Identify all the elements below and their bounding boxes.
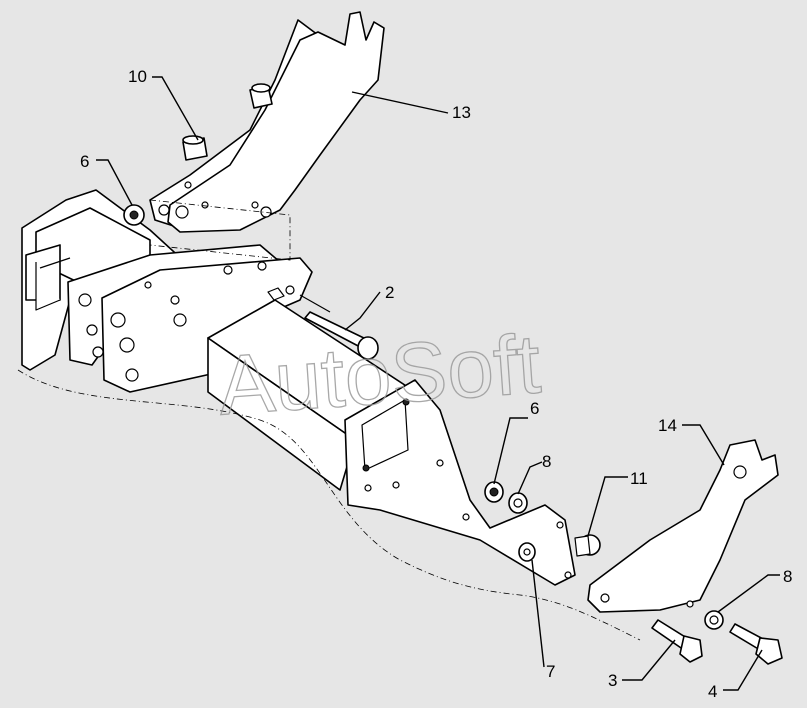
callout-14: 14: [658, 416, 677, 435]
leader-lines: [96, 76, 780, 691]
upper-bracket-13: [149, 11, 385, 233]
callout-8-middle: 8: [542, 452, 551, 471]
bolts-3-4: [651, 619, 783, 665]
rear-mounting-plates: [67, 244, 313, 393]
callout-6-lower: 6: [530, 399, 539, 418]
callout-3: 3: [608, 671, 617, 690]
autosoft-watermark: AutoSoft: [215, 316, 543, 432]
spacer-bushings: [123, 83, 273, 226]
callout-8-right: 8: [783, 567, 792, 586]
callout-13: 13: [452, 103, 471, 122]
callout-2: 2: [385, 283, 394, 302]
bolt-2: [304, 311, 379, 360]
callout-4: 4: [708, 682, 717, 701]
callout-6-upper: 6: [80, 152, 89, 171]
right-bracket-14: [587, 439, 779, 613]
callout-7: 7: [546, 662, 555, 681]
ghost-outline: [17, 199, 641, 641]
callout-11: 11: [630, 469, 648, 488]
small-hardware: [484, 481, 724, 630]
front-bracket: [344, 379, 576, 586]
callout-labels: 13 10 6 2 14 6 8 11 8 7 3 4: [80, 67, 792, 701]
central-beam: [207, 287, 421, 491]
callout-10: 10: [128, 67, 147, 86]
